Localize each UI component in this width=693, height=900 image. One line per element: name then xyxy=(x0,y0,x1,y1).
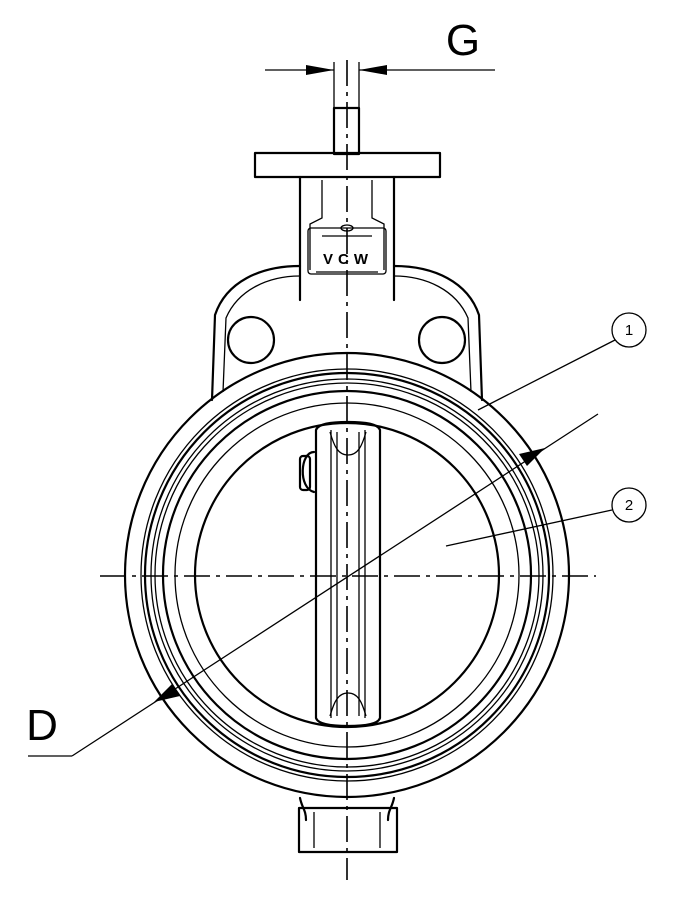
dimension-arrow xyxy=(154,684,180,702)
leader-line xyxy=(445,509,613,547)
disc-edge xyxy=(314,420,382,728)
bottom-boss xyxy=(297,796,399,854)
dimension-arrow xyxy=(306,65,334,75)
right-mounting-hole xyxy=(417,315,467,365)
dimension-d: D xyxy=(26,413,599,757)
dimension-arrow xyxy=(519,448,545,466)
body-ears xyxy=(210,264,484,402)
dimension-arrow xyxy=(359,65,387,75)
dimension-g: G xyxy=(265,16,495,108)
balloon-circle xyxy=(611,312,647,348)
seat-liner-inner xyxy=(161,389,533,761)
centre-lines xyxy=(100,60,596,880)
dimension-g-label: G xyxy=(446,16,480,65)
left-ear xyxy=(210,264,302,402)
right-ear xyxy=(392,264,484,402)
balloon-number: 2 xyxy=(625,497,633,514)
dimension-d-label: D xyxy=(26,701,58,750)
logo-text: VCW xyxy=(323,251,373,268)
valve-disc xyxy=(298,420,382,728)
balloon-number: 1 xyxy=(625,322,633,339)
left-mounting-hole xyxy=(226,315,276,365)
disc-hub-pin xyxy=(301,450,316,494)
balloon-2: 2 xyxy=(445,487,647,547)
leader-line xyxy=(477,339,616,411)
bottom-boss-block xyxy=(297,806,399,854)
balloon-1: 1 xyxy=(477,312,647,411)
balloon-circle xyxy=(611,487,647,523)
